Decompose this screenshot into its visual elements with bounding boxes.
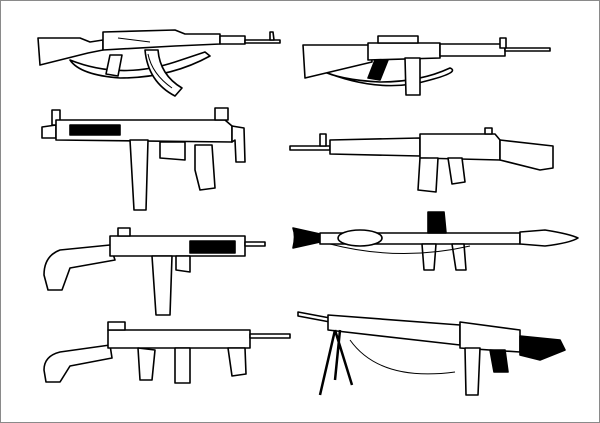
thompson-smg-icon (43, 321, 291, 384)
mg42-machine-gun-icon (297, 311, 566, 396)
uzi-smg-icon (43, 227, 266, 316)
m16-rifle-icon (302, 35, 551, 96)
rpg-launcher-icon (292, 211, 579, 271)
mp5-smg-icon (41, 107, 246, 211)
g3-rifle-icon (289, 127, 554, 193)
ak-rifle-icon (37, 29, 281, 97)
